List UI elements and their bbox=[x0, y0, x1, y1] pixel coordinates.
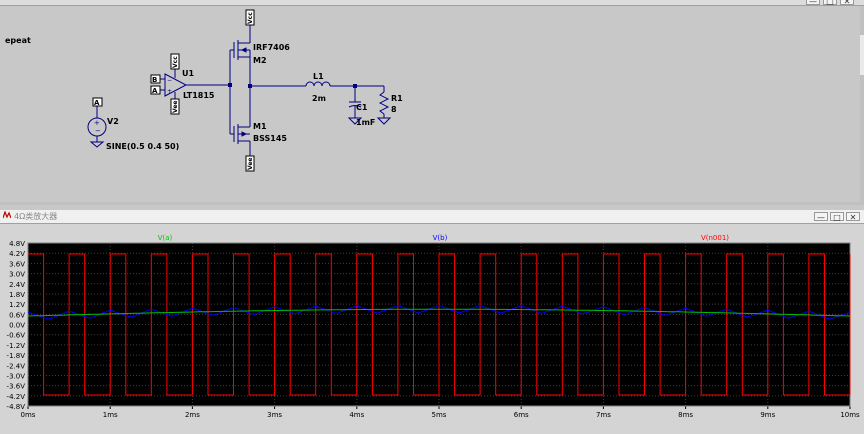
inductor-l1[interactable] bbox=[305, 81, 384, 87]
svg-text:Vee: Vee bbox=[247, 158, 254, 170]
schematic-window: — □ ✕ epeat − + U1 LT1815 B A bbox=[0, 0, 864, 205]
c1-name: C1 bbox=[356, 103, 368, 112]
l1-value: 2m bbox=[312, 94, 326, 103]
svg-text:B: B bbox=[152, 76, 157, 84]
spice-directive[interactable]: epeat bbox=[5, 36, 31, 45]
waveform-plot[interactable]: 4.8V 4.2V 3.6V 3.0V 2.4V 1.8V 1.2V 0.6V 0.0V -0.6… bbox=[0, 223, 864, 434]
net-label-vcc-m2[interactable]: Vcc bbox=[245, 9, 255, 26]
junction-gate bbox=[228, 83, 232, 87]
m1-part: BSS145 bbox=[253, 134, 287, 143]
waveform-maximize-button[interactable]: □ bbox=[830, 212, 844, 222]
svg-text:A: A bbox=[94, 99, 100, 107]
r1-name: R1 bbox=[391, 94, 403, 103]
mosfet-m1[interactable] bbox=[233, 86, 251, 158]
y-tick-label: -0.6V bbox=[7, 332, 26, 340]
y-tick-label: -3.0V bbox=[7, 372, 26, 380]
x-tick-label: 0ms bbox=[21, 411, 36, 419]
y-tick-label: 0.0V bbox=[9, 322, 25, 330]
x-tick-label: 10ms bbox=[840, 411, 860, 419]
trace-v-a bbox=[27, 308, 851, 317]
v2-minus: − bbox=[95, 127, 101, 135]
y-tick-label: -4.2V bbox=[7, 393, 26, 401]
y-tick-label: 4.8V bbox=[9, 240, 25, 248]
schematic-canvas[interactable]: epeat − + U1 LT1815 B A Vcc bbox=[0, 6, 860, 202]
x-tick-label: 3ms bbox=[267, 411, 282, 419]
y-tick-label: -1.2V bbox=[7, 342, 26, 350]
svg-text:−: − bbox=[167, 77, 172, 84]
y-tick-label: 3.6V bbox=[9, 260, 25, 268]
capacitor-c1[interactable] bbox=[347, 86, 363, 125]
y-tick-label: 1.8V bbox=[9, 291, 25, 299]
net-label-a-source[interactable]: A bbox=[92, 97, 103, 107]
schematic-minimize-button[interactable]: — bbox=[806, 0, 820, 6]
mosfet-m2[interactable] bbox=[233, 20, 251, 86]
svg-text:A: A bbox=[152, 87, 158, 95]
x-tick-label: 2ms bbox=[185, 411, 200, 419]
resistor-r1[interactable] bbox=[376, 86, 392, 125]
m1-name: M1 bbox=[253, 122, 267, 131]
net-label-b[interactable]: B bbox=[150, 74, 161, 84]
opamp-symbols: − + bbox=[167, 77, 172, 95]
y-tick-label: 0.6V bbox=[9, 311, 25, 319]
y-tick-label: 1.2V bbox=[9, 301, 25, 309]
net-label-a-opamp[interactable]: A bbox=[150, 85, 161, 95]
net-label-vee-opamp[interactable]: Vee bbox=[170, 98, 180, 115]
gate-wiring bbox=[229, 49, 234, 135]
y-tick-label: -3.6V bbox=[7, 383, 26, 391]
schematic-close-button[interactable]: ✕ bbox=[840, 0, 854, 6]
r1-value: 8 bbox=[391, 105, 397, 114]
svg-text:Vcc: Vcc bbox=[172, 56, 179, 68]
waveform-window: 4Ω类放大器 — □ ✕ 4.8V 4.2V 3.6V 3.0V 2.4V 1.8V 1.2… bbox=[0, 210, 864, 434]
x-tick-label: 7ms bbox=[596, 411, 611, 419]
c1-value: 1mF bbox=[356, 118, 375, 127]
voltage-source-v2[interactable] bbox=[87, 106, 107, 148]
trace-v-b bbox=[27, 304, 851, 320]
y-tick-label: 2.4V bbox=[9, 281, 25, 289]
x-tick-label: 6ms bbox=[514, 411, 529, 419]
svg-text:+: + bbox=[167, 88, 172, 95]
y-tick-label: 3.0V bbox=[9, 271, 25, 279]
trace-legend-vn001[interactable]: V(n001) bbox=[701, 234, 729, 242]
schematic-maximize-button[interactable]: □ bbox=[823, 0, 837, 6]
u1-name: U1 bbox=[182, 69, 194, 78]
v2-name: V2 bbox=[107, 117, 119, 126]
net-label-vcc-opamp[interactable]: Vcc bbox=[170, 53, 180, 70]
schematic-titlebar: — □ ✕ bbox=[0, 0, 864, 6]
y-tick-label: -1.8V bbox=[7, 352, 26, 360]
waveform-title: 4Ω类放大器 bbox=[14, 212, 58, 221]
waveform-close-button[interactable]: ✕ bbox=[846, 212, 860, 222]
schematic-scrollbar[interactable] bbox=[860, 35, 864, 75]
m2-part: IRF7406 bbox=[253, 43, 290, 52]
v2-value: SINE(0.5 0.4 50) bbox=[106, 142, 179, 151]
y-tick-label: 4.2V bbox=[9, 250, 25, 258]
u1-part: LT1815 bbox=[183, 91, 215, 100]
x-tick-label: 1ms bbox=[103, 411, 118, 419]
svg-text:Vcc: Vcc bbox=[247, 12, 254, 24]
svg-text:Vee: Vee bbox=[172, 101, 179, 113]
x-tick-label: 4ms bbox=[349, 411, 364, 419]
trace-legend-va[interactable]: V(a) bbox=[158, 234, 173, 242]
ltspice-icon bbox=[3, 211, 11, 219]
x-tick-label: 5ms bbox=[432, 411, 447, 419]
trace-v-n001 bbox=[28, 253, 851, 396]
m2-name: M2 bbox=[253, 56, 267, 65]
trace-legend-vb[interactable]: V(b) bbox=[433, 234, 448, 242]
v2-plus: + bbox=[94, 119, 100, 127]
waveform-titlebar: 4Ω类放大器 — □ ✕ bbox=[0, 210, 864, 224]
waveform-minimize-button[interactable]: — bbox=[814, 212, 828, 222]
y-tick-label: -4.8V bbox=[7, 403, 26, 411]
y-tick-label: -2.4V bbox=[7, 362, 26, 370]
x-tick-label: 8ms bbox=[678, 411, 693, 419]
x-tick-label: 9ms bbox=[760, 411, 775, 419]
l1-name: L1 bbox=[313, 72, 324, 81]
net-label-vee-m1[interactable]: Vee bbox=[245, 155, 255, 172]
